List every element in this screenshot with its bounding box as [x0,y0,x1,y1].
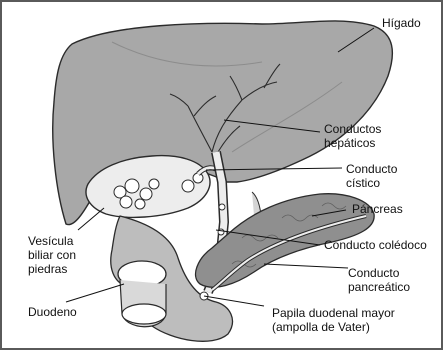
label-vesicula: Vesícula biliar con piedras [28,234,76,276]
label-conductos-hepaticos: Conductos hepáticos [324,122,381,150]
label-conducto-pancreatico: Conducto pancreático [348,266,410,294]
label-duodeno: Duodeno [28,305,77,319]
label-conducto-cistico: Conducto cístico [346,162,397,190]
label-papila: Papila duodenal mayor (ampolla de Vater) [272,306,395,334]
label-conducto-coledoco: Conducto colédoco [324,238,427,252]
label-pancreas: Páncreas [352,202,403,216]
label-higado: Hígado [382,16,421,30]
